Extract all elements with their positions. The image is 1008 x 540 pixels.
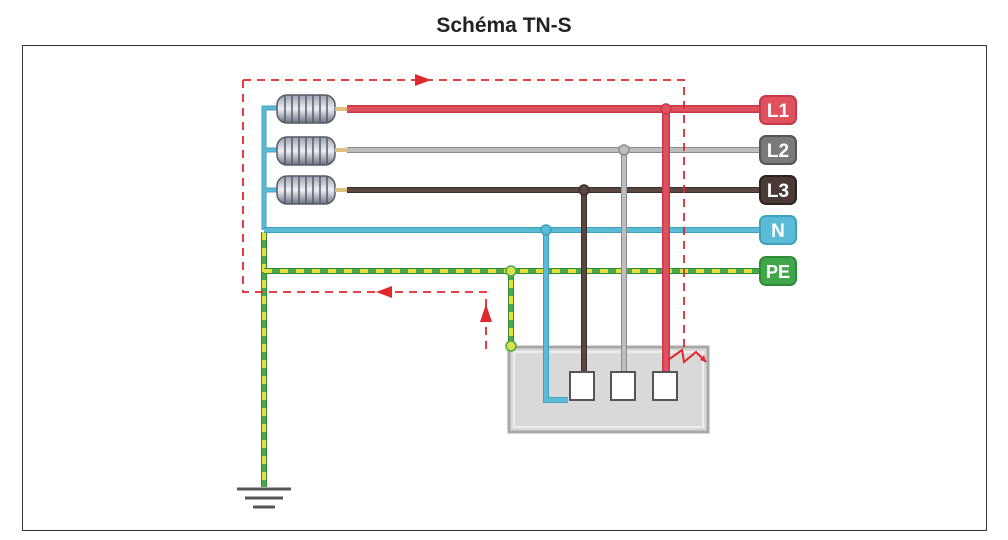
transformer-coil-l2 xyxy=(276,136,336,166)
equipment-enclosure xyxy=(507,345,710,434)
svg-text:L3: L3 xyxy=(767,181,789,202)
label-l3: L3 xyxy=(759,175,797,205)
diagram-frame xyxy=(22,45,987,531)
load-terminals xyxy=(569,371,678,401)
fault-symbol-icon xyxy=(667,348,707,364)
svg-text:PE: PE xyxy=(766,262,790,282)
label-n: N xyxy=(759,215,797,245)
svg-text:L1: L1 xyxy=(767,101,790,122)
transformer-coil-l3 xyxy=(276,175,336,205)
drop-n xyxy=(543,230,568,403)
page-title: Schéma TN-S xyxy=(436,14,572,37)
label-l2: L2 xyxy=(759,135,797,165)
fault-arrow-up-icon xyxy=(480,304,492,322)
junction-dots xyxy=(505,103,672,352)
fault-arrow-left-icon xyxy=(376,286,392,298)
label-l1: L1 xyxy=(759,95,797,125)
svg-text:L2: L2 xyxy=(767,141,789,162)
fault-current-loop xyxy=(242,74,685,352)
svg-text:N: N xyxy=(771,221,785,242)
coil-terminals xyxy=(335,107,347,192)
ground-symbol xyxy=(237,487,291,509)
transformer-coil-l1 xyxy=(276,94,336,124)
transformer-neutral-bus xyxy=(261,105,277,230)
label-pe: PE xyxy=(759,256,797,286)
fault-arrow-right-icon xyxy=(415,74,431,86)
